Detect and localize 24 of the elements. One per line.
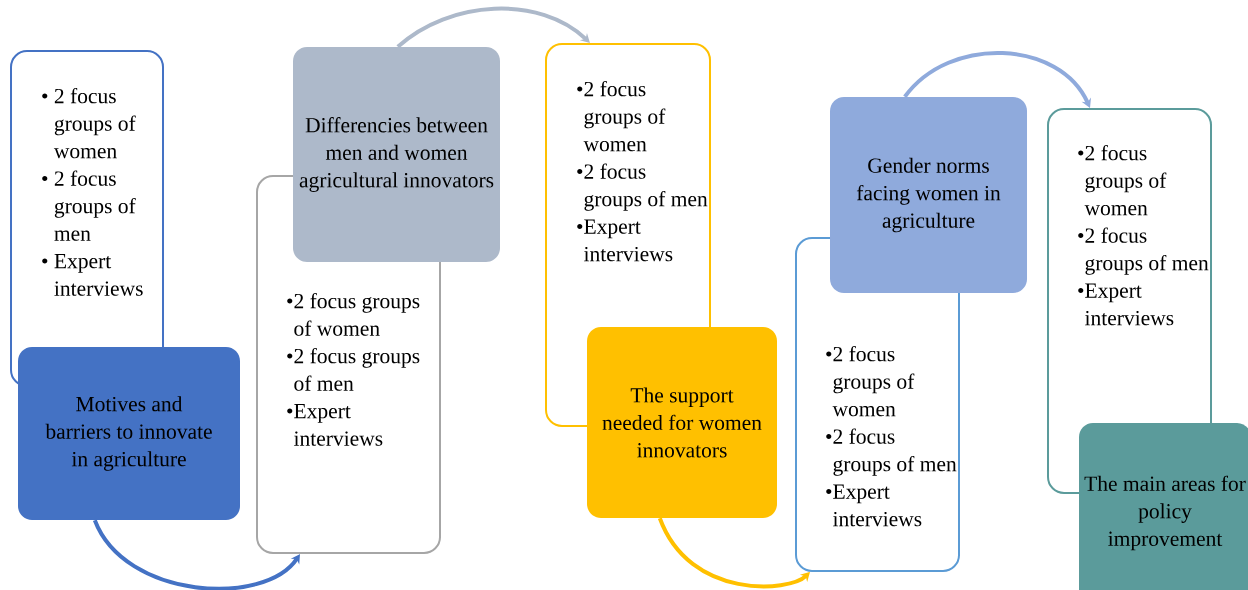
- topic-box: The support needed for women innovators: [587, 327, 777, 518]
- bullet-item: •Expert interviews: [287, 404, 383, 446]
- bullet-item: •2 focus groups of men: [577, 163, 708, 211]
- bullet-item: • 2 focus groups of men: [42, 170, 136, 241]
- bullet-item: •2 focus groups of men: [826, 428, 957, 476]
- curved-arrow: [658, 517, 810, 589]
- bullet-item: • 2 focus groups of women: [42, 88, 136, 159]
- topic-box: Differencies between men and women agricultural innovators: [293, 47, 500, 262]
- topic-box: Motives and barriers to innovate in agriculture: [18, 347, 240, 520]
- bullet-item: •2 focus groups of men: [287, 348, 420, 391]
- bullet-item: •Expert interviews: [577, 219, 673, 262]
- bullet-item: •2 focus groups of women: [826, 346, 915, 417]
- bullet-item: • Expert interviews: [42, 254, 143, 296]
- bullet-item: •Expert interviews: [826, 484, 922, 527]
- curved-arrow: [396, 6, 590, 49]
- bullet-item: •2 focus groups of women: [577, 81, 666, 152]
- bullet-item: •2 focus groups of women: [287, 293, 420, 336]
- topic-box: Gender norms facing women in agriculture: [830, 97, 1027, 293]
- curved-arrow: [93, 519, 300, 590]
- topic-box: The main areas for policy improvement: [1079, 423, 1248, 590]
- bullet-item: •Expert interviews: [1078, 283, 1174, 326]
- bullet-item: •2 focus groups of men: [1078, 227, 1209, 275]
- curved-arrow: [903, 51, 1091, 108]
- bullet-item: •2 focus groups of women: [1078, 145, 1167, 216]
